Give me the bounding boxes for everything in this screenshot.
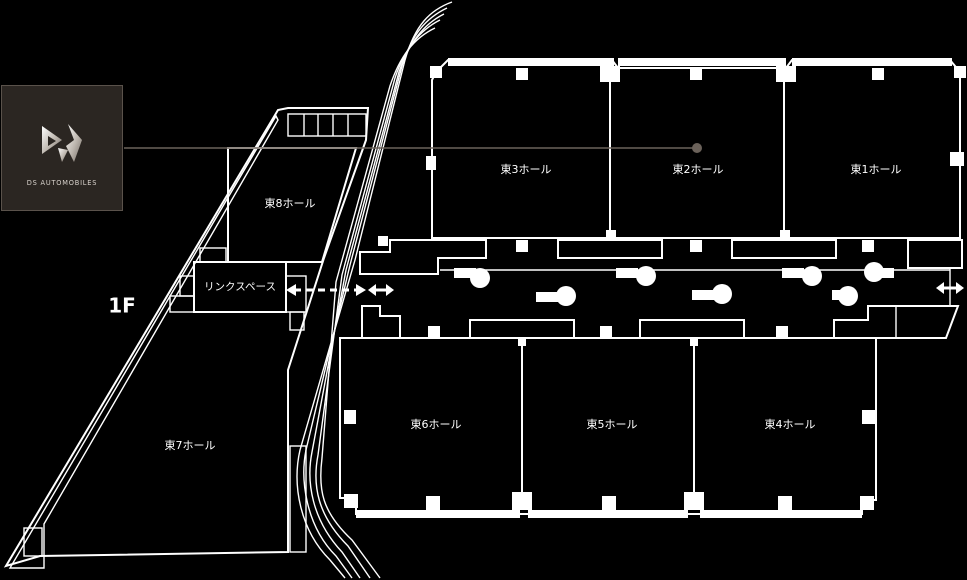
brand-logo-panel: DS AUTOMOBILES <box>1 85 123 211</box>
floor-label: 1F <box>108 294 136 318</box>
hall-label-east7: 東7ホール <box>165 439 216 452</box>
escalator <box>454 262 894 306</box>
lower-halls <box>339 337 877 518</box>
hall-label-east5: 東5ホール <box>587 418 638 431</box>
central-concourse <box>359 236 963 339</box>
hall-label-east3: 東3ホール <box>501 163 552 176</box>
brand-name: DS AUTOMOBILES <box>26 179 98 187</box>
road <box>296 1 453 579</box>
double-arrow-icon <box>286 284 394 296</box>
ds-logo-icon <box>42 124 82 162</box>
upper-halls <box>426 58 966 240</box>
hall-label-east1: 東1ホール <box>851 163 902 176</box>
hall-label-east4: 東4ホール <box>765 418 816 431</box>
link-space-label: リンクスペース <box>204 281 276 293</box>
double-arrow-icon <box>936 282 964 294</box>
hall-label-east8: 東8ホール <box>265 197 316 210</box>
hall-label-east6: 東6ホール <box>411 418 462 431</box>
hall-label-east2: 東2ホール <box>673 163 724 176</box>
location-marker-icon <box>692 143 702 153</box>
